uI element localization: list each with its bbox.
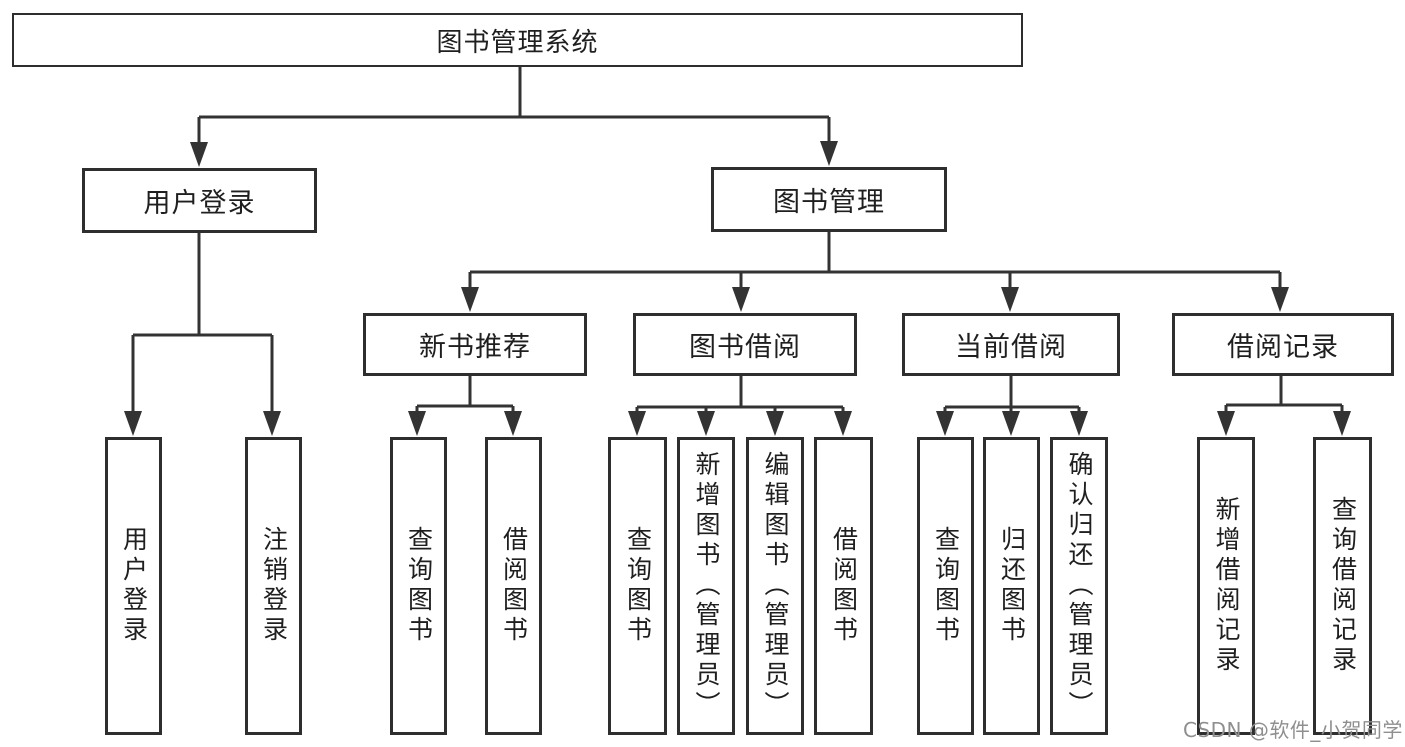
- leaf-borrow-books-borrowing: 借阅图书: [814, 437, 873, 735]
- node-user-login: 用户登录: [82, 168, 317, 233]
- leaf-query-books-borrowing: 查询图书: [608, 437, 667, 735]
- node-label: 确认归还（管理员）: [1065, 451, 1094, 721]
- node-label: 编辑图书（管理员）: [761, 451, 790, 721]
- leaf-return-book: 归还图书: [983, 437, 1040, 735]
- node-borrowing-records: 借阅记录: [1172, 313, 1394, 376]
- leaf-borrow-books-recommend: 借阅图书: [485, 437, 542, 735]
- node-label: 新增借阅记录: [1212, 496, 1241, 676]
- node-library-management-system: 图书管理系统: [12, 13, 1023, 67]
- csdn-watermark: CSDN @软件_小贺同学: [1183, 718, 1403, 742]
- node-label: 图书管理系统: [436, 27, 599, 58]
- leaf-add-book-admin: 新增图书（管理员）: [677, 437, 735, 735]
- leaf-logout: 注销登录: [245, 437, 302, 735]
- node-label: 新书推荐: [419, 332, 531, 363]
- leaf-edit-book-admin: 编辑图书（管理员）: [746, 437, 804, 735]
- node-book-management: 图书管理: [711, 167, 947, 232]
- leaf-user-login: 用户登录: [105, 437, 162, 735]
- node-new-book-recommend: 新书推荐: [363, 313, 587, 376]
- node-label: 借阅图书: [829, 526, 859, 646]
- node-label: 借阅图书: [499, 526, 529, 646]
- leaf-confirm-return-admin: 确认归还（管理员）: [1050, 437, 1108, 735]
- node-label: 借阅记录: [1227, 332, 1339, 363]
- arrowheads: [124, 141, 1351, 436]
- node-label: 查询图书: [931, 526, 961, 646]
- leaf-add-borrow-record: 新增借阅记录: [1197, 437, 1255, 735]
- node-label: 用户登录: [143, 188, 256, 219]
- node-label: 查询图书: [623, 526, 653, 646]
- node-label: 图书管理: [773, 187, 885, 218]
- node-book-borrowing: 图书借阅: [633, 313, 857, 376]
- leaf-query-books-recommend: 查询图书: [390, 437, 447, 735]
- node-label: 用户登录: [119, 526, 149, 646]
- node-label: 查询借阅记录: [1328, 496, 1358, 676]
- node-label: 当前借阅: [955, 332, 1067, 363]
- node-label: 图书借阅: [689, 332, 801, 363]
- node-label: 新增图书（管理员）: [692, 451, 721, 721]
- node-label: 归还图书: [997, 526, 1027, 646]
- leaf-query-borrow-record: 查询借阅记录: [1313, 437, 1372, 735]
- leaf-query-books-current: 查询图书: [917, 437, 974, 735]
- node-label: 查询图书: [404, 526, 434, 646]
- node-current-borrowing: 当前借阅: [902, 313, 1120, 376]
- node-label: 注销登录: [259, 526, 289, 646]
